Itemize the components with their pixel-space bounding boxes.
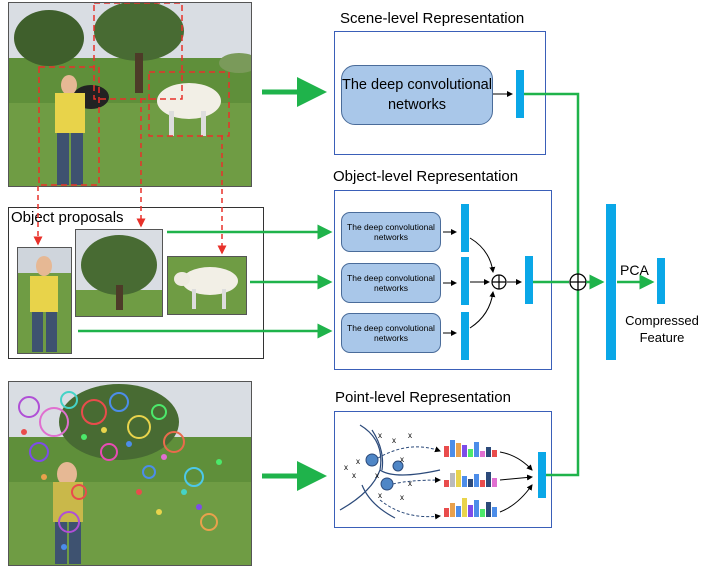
proposal-person-photo (17, 247, 72, 354)
object-feature-bar-2 (461, 257, 469, 305)
svg-text:x: x (344, 463, 348, 472)
svg-text:x: x (400, 493, 404, 502)
scene-photo (8, 2, 252, 187)
scene-feature-bar (516, 70, 524, 118)
point-panel (334, 411, 552, 528)
svg-text:x: x (352, 471, 356, 480)
scene-to-sum-line (524, 92, 580, 274)
compressed-feature-label: Compressed Feature (625, 313, 699, 345)
object-sum-icon (491, 274, 507, 290)
proposal-cow-photo (167, 256, 247, 315)
histogram-3 (444, 498, 497, 517)
svg-text:x: x (378, 491, 382, 500)
point-feature-bar (538, 452, 546, 498)
histogram-2 (444, 470, 497, 487)
object-feature-bar-3 (461, 312, 469, 360)
object-network-box-3: The deep convolutional networks (341, 313, 441, 353)
object-feature-bar-1 (461, 204, 469, 252)
point-level-title: Point-level Representation (335, 389, 511, 406)
combined-feature-bar (606, 204, 616, 360)
object-combined-bar (525, 256, 533, 304)
svg-text:x: x (378, 431, 382, 440)
svg-text:x: x (408, 431, 412, 440)
proposal-tree-photo (75, 229, 163, 317)
svg-text:x: x (392, 436, 396, 445)
svg-text:x: x (356, 457, 360, 466)
svg-text:x: x (408, 479, 412, 488)
point-cluster-diagram (339, 424, 441, 519)
object-level-title: Object-level Representation (333, 168, 519, 185)
svg-text:x: x (400, 455, 404, 464)
svg-text:x: x (375, 471, 379, 480)
histogram-1 (444, 440, 497, 457)
object-network-box-2: The deep convolutional networks (341, 263, 441, 303)
pca-label: PCA (620, 262, 649, 278)
point-to-sum-line (546, 290, 580, 477)
main-sum-icon (569, 273, 587, 291)
object-network-box-1: The deep convolutional networks (341, 212, 441, 252)
object-proposals-label: Object proposals (11, 209, 124, 226)
compressed-feature-bar (657, 258, 665, 304)
point-photo (8, 381, 252, 566)
scene-level-title: Scene-level Representation (340, 10, 525, 27)
scene-network-box: The deep convolutional networks (341, 65, 493, 125)
